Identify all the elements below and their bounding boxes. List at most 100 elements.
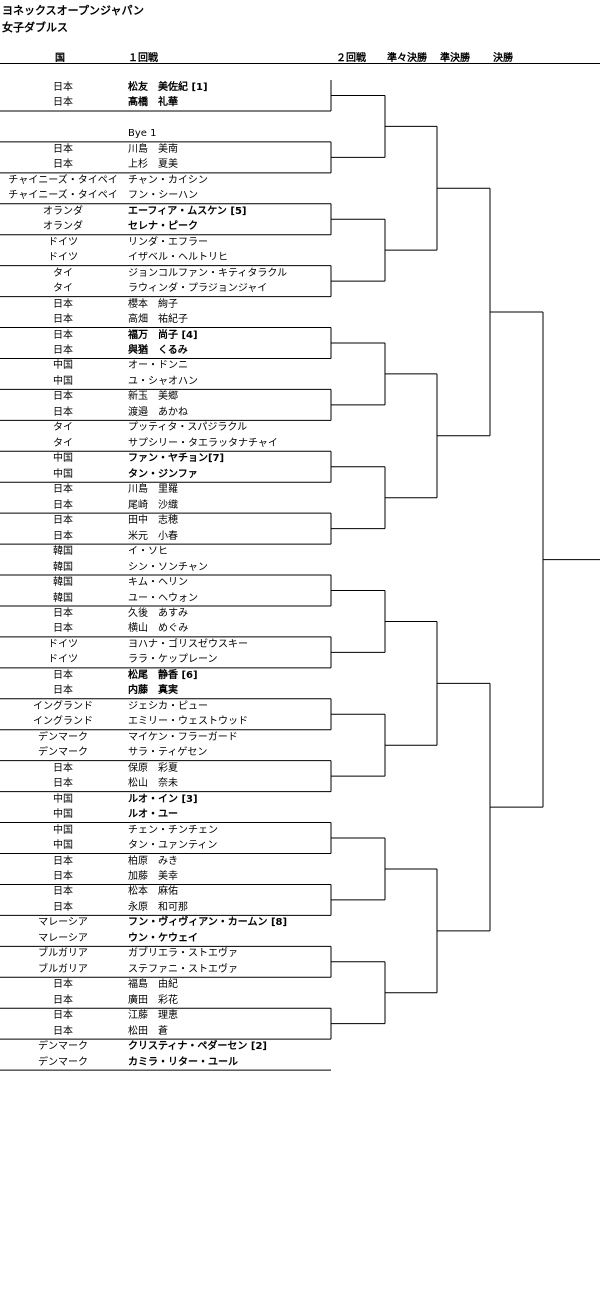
player-name: 渡邉 あかね — [128, 406, 188, 418]
country-cell: 日本 — [53, 1010, 73, 1022]
country-cell: 中国 — [53, 793, 73, 805]
country-cell: 日本 — [53, 159, 73, 171]
country-cell: イングランド — [33, 700, 93, 712]
player-name: イザベル・ヘルトリヒ — [128, 252, 228, 264]
player-name: カミラ・リター・ユール — [128, 1056, 238, 1068]
country-cell: オランダ — [43, 205, 83, 217]
country-cell: 日本 — [53, 669, 73, 681]
country-cell: 日本 — [53, 329, 73, 341]
player-name: プッティタ・スパジラクル — [128, 422, 248, 434]
player-name: ファン・ヤチョン[7] — [128, 453, 225, 465]
player-name: 福万 尚子 [4] — [128, 329, 198, 341]
country-cell: 日本 — [53, 484, 73, 496]
header-final: 決勝 — [493, 53, 513, 64]
player-name: 松尾 静香 [6] — [128, 669, 198, 681]
country-cell: マレーシア — [38, 917, 88, 929]
country-cell: ドイツ — [48, 252, 78, 264]
player-name: タン・ユァンティン — [128, 840, 218, 852]
event-subtitle: 女子ダブルス — [2, 21, 68, 34]
country-cell: 日本 — [53, 1025, 73, 1037]
player-name: 内藤 真実 — [128, 685, 178, 697]
player-name: ララ・ケップレーン — [128, 654, 218, 666]
header-round2: ２回戦 — [336, 53, 366, 64]
country-cell: 韓国 — [53, 592, 73, 604]
country-cell: タイ — [53, 422, 73, 434]
player-name: 廣田 彩花 — [128, 994, 178, 1006]
country-cell: チャイニーズ・タイペイ — [8, 190, 118, 202]
player-name: ウン・ケウェイ — [128, 932, 198, 944]
player-name: オー・ドンニ — [128, 360, 188, 372]
player-name: 田中 志穂 — [128, 515, 178, 527]
country-cell: 日本 — [53, 762, 73, 774]
player-name: ヨハナ・ゴリスゼウスキー — [128, 638, 248, 650]
player-name: フン・シーハン — [128, 190, 198, 202]
country-cell: イングランド — [33, 716, 93, 728]
country-cell: 日本 — [53, 778, 73, 790]
player-name: シン・ソンチャン — [128, 561, 208, 573]
player-name: ユ・シャオハン — [128, 375, 198, 387]
country-cell: ドイツ — [48, 654, 78, 666]
country-cell: 中国 — [53, 468, 73, 480]
player-name: 加藤 美幸 — [128, 870, 178, 882]
player-name: 櫻本 絢子 — [128, 298, 178, 310]
country-cell: 日本 — [53, 499, 73, 511]
country-cell: 日本 — [53, 406, 73, 418]
country-cell: 日本 — [53, 530, 73, 542]
player-name: 松本 麻佑 — [128, 886, 178, 898]
player-name: 與猶 くるみ — [128, 344, 188, 356]
country-cell: 韓国 — [53, 546, 73, 558]
player-name: 松友 美佐紀 [1] — [128, 82, 208, 93]
country-cell: ブルガリア — [38, 963, 88, 975]
header-rule — [0, 63, 600, 64]
country-cell: デンマーク — [38, 747, 88, 759]
player-name: 横山 めぐみ — [128, 623, 189, 635]
header-round1: １回戦 — [128, 53, 158, 64]
country-cell: 日本 — [53, 855, 73, 867]
header-semifinal: 準決勝 — [440, 53, 470, 64]
country-cell: ドイツ — [48, 236, 78, 248]
country-cell: 日本 — [53, 607, 73, 619]
player-name: タン・ジンファ — [128, 468, 198, 480]
player-name: エミリー・ウェストウッド — [128, 716, 248, 728]
player-name: 永原 和可那 — [128, 901, 188, 913]
player-name: サラ・ティゲセン — [128, 747, 208, 759]
country-cell: 日本 — [53, 298, 73, 310]
player-name: リンダ・エフラー — [128, 236, 208, 248]
player-name: チャン・カイシン — [128, 174, 208, 186]
player-name: 高畑 祐紀子 — [128, 314, 188, 326]
player-name: 川島 美南 — [128, 143, 178, 155]
player-name: 江藤 理恵 — [128, 1010, 178, 1022]
player-name: ルオ・ユー — [128, 809, 178, 821]
country-cell: ドイツ — [48, 638, 78, 650]
country-cell: 日本 — [53, 97, 73, 109]
header-quarterfinal: 準々決勝 — [387, 53, 427, 64]
header-country: 国 — [55, 53, 65, 64]
country-cell: ブルガリア — [38, 948, 88, 960]
player-name: 保原 彩夏 — [128, 762, 178, 774]
country-cell: 日本 — [53, 901, 73, 913]
country-cell: 日本 — [53, 143, 73, 155]
country-cell: 中国 — [53, 375, 73, 387]
country-cell: 中国 — [53, 824, 73, 836]
country-cell: オランダ — [43, 221, 83, 233]
player-name: 柏原 みき — [128, 855, 178, 867]
player-name: セレナ・ピーク — [128, 221, 198, 233]
country-cell: 韓国 — [53, 561, 73, 573]
player-name: 上杉 夏美 — [128, 159, 178, 171]
country-cell: デンマーク — [38, 1041, 88, 1053]
country-cell: 中国 — [53, 360, 73, 372]
country-cell: マレーシア — [38, 932, 88, 944]
country-cell: タイ — [53, 283, 73, 295]
player-name: 福島 由紀 — [128, 979, 178, 991]
country-cell: 中国 — [53, 840, 73, 852]
country-cell: 日本 — [53, 82, 73, 93]
country-cell: 日本 — [53, 391, 73, 403]
tournament-title: ヨネックスオープンジャパン — [2, 4, 145, 17]
player-name: 尾崎 沙織 — [128, 499, 178, 511]
player-name: 米元 小春 — [128, 530, 178, 542]
player-name: ルオ・イン [3] — [128, 793, 198, 805]
player-name: ステファニ・ストエヴァ — [128, 963, 238, 975]
country-cell: 日本 — [53, 623, 73, 635]
country-cell: タイ — [53, 437, 73, 449]
